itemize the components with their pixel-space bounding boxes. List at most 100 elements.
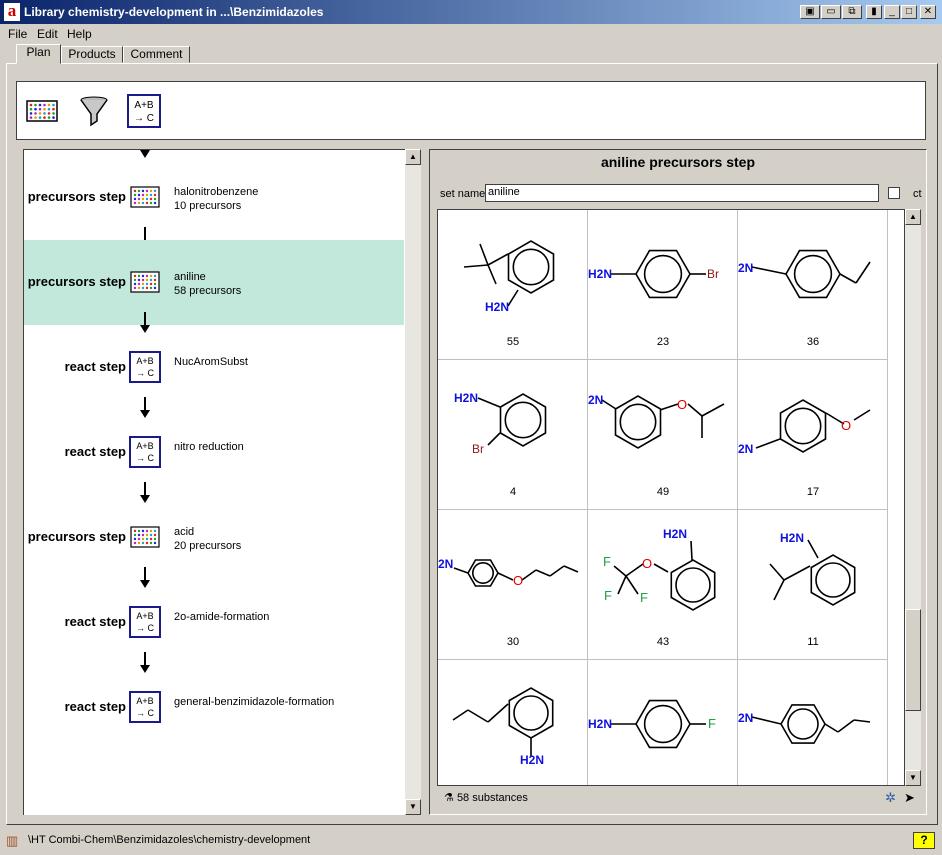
status-path: \HT Combi-Chem\Benzimidazoles\chemistry-…: [28, 834, 311, 846]
substance-cell[interactable]: H2N 11: [738, 510, 888, 660]
svg-text:H2N: H2N: [780, 531, 804, 545]
menu-help[interactable]: Help: [67, 27, 92, 41]
svg-text:→ C: → C: [136, 623, 155, 633]
flask-icon: ⚗: [444, 792, 454, 804]
pointer-tool-icon[interactable]: ➤: [904, 790, 915, 805]
menu-file[interactable]: File: [8, 27, 28, 41]
plan-step[interactable]: precursors step halonitrobenzene 10 prec…: [24, 155, 404, 240]
substance-scrollbar[interactable]: ▲ ▼: [905, 209, 921, 786]
step-detail-title: aniline precursors step: [600, 154, 756, 170]
step-name: nitro reduction: [174, 441, 244, 453]
step-connector: [144, 227, 146, 241]
tab-strip: Plan Products Comment: [0, 44, 942, 64]
plan-scrollbar[interactable]: ▲ ▼: [405, 149, 421, 815]
set-name-input[interactable]: aniline: [485, 184, 879, 202]
close-button[interactable]: ✕: [920, 5, 936, 19]
cascade-icon[interactable]: ⧉: [842, 5, 862, 19]
precursor-plate-icon[interactable]: [129, 266, 161, 298]
substance-id: 55: [506, 336, 520, 348]
grid-scroll-down-button[interactable]: ▼: [905, 770, 921, 786]
molecule-tool-icon[interactable]: ✲: [885, 790, 896, 805]
svg-text:A+B: A+B: [134, 100, 154, 111]
precursor-plate-icon[interactable]: [25, 94, 59, 128]
svg-text:H2N: H2N: [588, 267, 612, 281]
plan-step[interactable]: react step A+B→ C general-benzimidazole-…: [24, 665, 404, 750]
svg-text:F: F: [604, 588, 612, 603]
svg-text:2N: 2N: [438, 557, 453, 571]
step-description: general-benzimidazole-formation: [174, 695, 334, 709]
svg-text:A+B: A+B: [136, 611, 153, 621]
step-type-label: react step: [64, 444, 126, 459]
svg-text:H2N: H2N: [588, 717, 612, 731]
step-type-label: react step: [64, 359, 126, 374]
svg-text:F: F: [640, 590, 648, 605]
substance-cell[interactable]: H2N: [438, 660, 588, 785]
substance-cell[interactable]: 2N: [738, 660, 888, 785]
step-type-label: react step: [64, 614, 126, 629]
substance-cell[interactable]: 2N 36: [738, 210, 888, 360]
step-description: aniline 58 precursors: [174, 270, 241, 298]
precursor-plate-icon[interactable]: [129, 181, 161, 213]
grid-scroll-thumb[interactable]: [905, 609, 921, 711]
substance-id: 49: [656, 486, 670, 498]
scroll-up-button[interactable]: ▲: [405, 149, 421, 165]
filter-funnel-icon[interactable]: [77, 94, 111, 128]
restore-extra-icon[interactable]: ▣: [800, 5, 820, 19]
svg-text:F: F: [708, 716, 716, 731]
reaction-icon[interactable]: A+B → C: [129, 351, 161, 383]
reaction-icon[interactable]: A+B→ C: [129, 691, 161, 723]
svg-text:H2N: H2N: [520, 753, 544, 767]
scroll-down-button[interactable]: ▼: [405, 799, 421, 815]
reaction-icon[interactable]: A+B→ C: [129, 436, 161, 468]
substance-id: 4: [509, 486, 517, 498]
plan-step[interactable]: react step A+B→ C NucAromSubst: [24, 325, 404, 410]
svg-text:→ C: → C: [134, 113, 154, 124]
svg-text:A+B: A+B: [136, 356, 153, 366]
plan-step[interactable]: precursors step aniline 58 precursors: [24, 240, 404, 325]
help-button[interactable]: ?: [913, 832, 935, 849]
tile-icon[interactable]: ▭: [821, 5, 841, 19]
tab-products[interactable]: Products: [61, 46, 123, 63]
step-count: 58 precursors: [174, 285, 242, 297]
substance-id: 23: [656, 336, 670, 348]
step-description: nitro reduction: [174, 440, 244, 454]
substance-cell[interactable]: H2N F: [588, 660, 738, 785]
plan-step[interactable]: react step A+B→ C nitro reduction: [24, 410, 404, 495]
plan-step[interactable]: precursors step acid 20 precursors: [24, 495, 404, 580]
substance-cell[interactable]: H2N 55: [438, 210, 588, 360]
plan-step[interactable]: react step A+B → C 2o-amide-formation: [24, 580, 404, 665]
svg-text:O: O: [677, 397, 687, 412]
reaction-icon[interactable]: A+B → C: [129, 606, 161, 638]
step-name: aniline: [174, 271, 206, 283]
app-logo-icon[interactable]: a: [4, 2, 20, 21]
svg-text:A+B: A+B: [136, 696, 153, 706]
step-connector: [144, 482, 146, 496]
precursor-plate-icon[interactable]: [129, 521, 161, 553]
tab-comment[interactable]: Comment: [123, 46, 190, 63]
plan-pane: [6, 63, 938, 825]
step-count: 20 precursors: [174, 540, 242, 552]
grid-scroll-up-button[interactable]: ▲: [905, 209, 921, 225]
title-bar: a Library chemistry-development in ...\B…: [0, 0, 942, 24]
step-connector: [144, 312, 146, 326]
set-checkbox[interactable]: [888, 187, 900, 199]
minimize-button[interactable]: _: [884, 5, 900, 19]
menu-edit[interactable]: Edit: [37, 27, 58, 41]
help-title-icon[interactable]: ▮: [866, 5, 882, 19]
svg-text:→ C: → C: [136, 368, 155, 378]
reaction-icon[interactable]: A+B → C: [127, 94, 161, 128]
substance-id: 30: [506, 636, 520, 648]
step-name: 2o-amide-formation: [174, 611, 270, 623]
structure-drawing: H2N: [452, 687, 554, 767]
step-name: general-benzimidazole-formation: [174, 696, 335, 708]
maximize-button[interactable]: □: [901, 5, 917, 19]
tab-plan[interactable]: Plan: [16, 44, 61, 64]
